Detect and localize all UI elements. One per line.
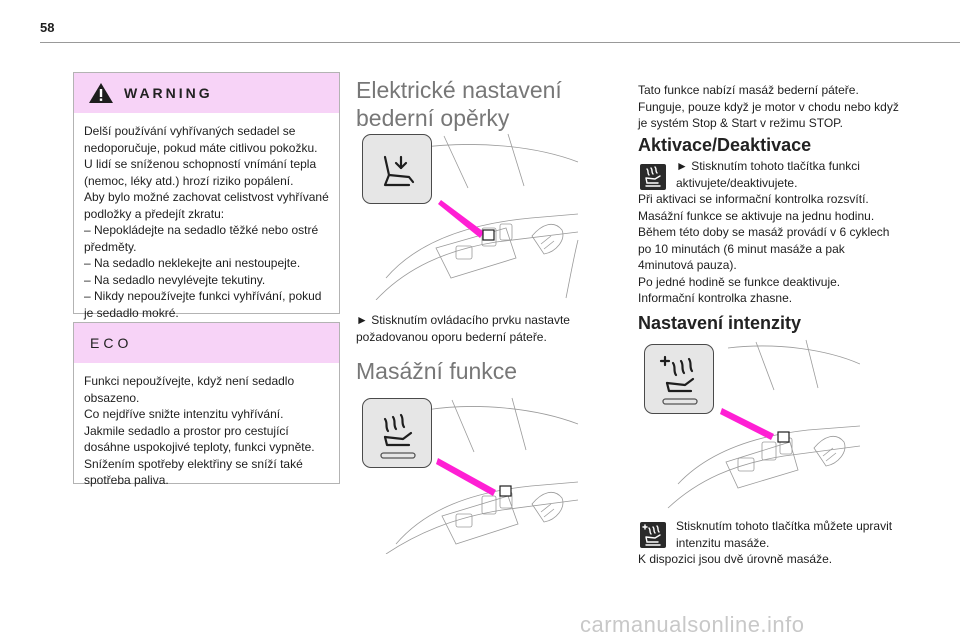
warning-line: je sedadlo mokré. [84,305,179,320]
massage-icon [645,166,661,187]
massage-small-icon [640,164,666,190]
intensity-small-icon [640,522,666,548]
massage-intro: Tato funkce nabízí masáž bederní páteře.… [638,82,899,132]
watermark: carmanualsonline.info [580,612,805,637]
lumbar-button-tile [362,134,432,204]
warning-line: Delší používání vyhřívaných sedadel se [84,124,296,138]
warning-line: U lidí se sníženou schopností vnímání te… [84,157,317,171]
massage-icon [380,413,416,459]
header-rule [40,42,960,43]
lumbar-heading-line: bederní opěrky [356,105,510,131]
massage-intensity-icon [659,355,698,405]
intensity-line: K dispozici jsou dvě úrovně masáže. [638,552,833,566]
warning-text: Delší používání vyhřívaných sedadel se n… [74,113,339,329]
massage-intro-line: Funguje, pouze když je motor v chodu neb… [638,99,899,114]
warning-header: WARNING [74,73,339,113]
lumbar-instruction: ► Stisknutím ovládacího prvku nastavte p… [356,312,570,345]
intensity-heading: Nastavení intenzity [638,313,802,333]
eco-line: Co nejdříve snižte intenzitu vyhřívání. [84,407,284,421]
activation-line: po 10 minutách (6 minut masáže a pak [638,241,845,256]
activation-text: Při aktivaci se informační kontrolka roz… [638,191,889,307]
seat-side-drawing [385,397,579,555]
activation-line: Informační kontrolka zhasne. [638,291,793,305]
eco-line: dosáhne uspokojivé teploty, funkci vypně… [84,440,315,454]
lumbar-instruction-line: ► Stisknutím ovládacího prvku nastavte [356,313,570,327]
eco-line: Snížením spotřeby elektřiny se sníží tak… [84,456,303,471]
activation-heading: Aktivace/Deaktivace [638,135,812,155]
activation-instruction: ► Stisknutím tohoto tlačítka funkci akti… [676,158,860,191]
intensity-button-tile [644,344,714,414]
warning-line: (nemoc, léky atd.) hrozí riziko popálení… [84,173,294,188]
activation-line: 4minutová pauza). [638,258,737,272]
warning-line: Aby bylo možné zachovat celistvost vyhří… [84,190,329,204]
intensity-text: K dispozici jsou dvě úrovně masáže. [638,551,832,568]
massage-illustration [356,394,580,555]
activation-line: Při aktivaci se informační kontrolka roz… [638,192,869,206]
warning-line: – Nikdy nepoužívejte funkci vyhřívání, p… [84,289,322,303]
eco-line: spotřeba paliva. [84,473,169,487]
massage-intensity-icon [642,524,661,546]
warning-line: nedoporučuje, pokud máte citlivou pokožk… [84,140,318,155]
lumbar-illustration [356,128,580,301]
massage-heading: Masážní funkce [356,358,518,384]
lumbar-heading-line: Elektrické nastavení [356,77,562,103]
warning-line: předměty. [84,239,137,254]
warning-line: – Na sedadlo neklekejte ani nestoupejte. [84,256,301,270]
eco-line: obsazeno. [84,390,140,405]
lumbar-instruction-line: požadovanou oporu bederní páteře. [356,329,547,344]
intensity-illustration [638,338,861,510]
eco-line: Funkci nepoužívejte, když není sedadlo [84,374,295,388]
massage-intro-line: Tato funkce nabízí masáž bederní páteře. [638,83,859,97]
warning-line: – Na sedadlo nevylévejte tekutiny. [84,272,266,287]
warning-title: WARNING [124,85,213,101]
eco-box: ECO Funkci nepoužívejte, když není sedad… [73,322,340,487]
massage-intro-line: je systém Stop & Start v režimu STOP. [638,116,843,130]
lumbar-adjust-icon [383,155,415,187]
warning-line: podložky a předejít zkratu: [84,206,225,221]
page-number: 58 [40,20,55,35]
activation-instruction-line: ► Stisknutím tohoto tlačítka funkci [676,159,860,173]
eco-line: Jakmile sedadlo a prostor pro cestující [84,423,289,438]
intensity-instruction-line: intenzitu masáže. [676,535,770,550]
activation-line: Během této doby se masáž provádí v 6 cyk… [638,225,890,239]
activation-instruction-line: aktivujete/deaktivujete. [676,175,798,190]
intensity-instruction-line: Stisknutím tohoto tlačítka můžete upravi… [676,519,893,533]
eco-title: ECO [90,335,133,351]
activation-line: Po jedné hodině se funkce deaktivuje. [638,274,841,289]
seat-side-drawing [667,339,861,509]
massage-button-tile [362,398,432,468]
seat-side-drawing [375,133,579,301]
activation-line: Masážní funkce se aktivuje na jednu hodi… [638,208,875,223]
intensity-instruction: Stisknutím tohoto tlačítka můžete upravi… [676,518,892,551]
warning-line: – Nepokládejte na sedadlo těžké nebo ost… [84,223,319,237]
warning-triangle-icon [89,83,113,103]
eco-text: Funkci nepoužívejte, když není sedadlo o… [74,363,339,497]
lumbar-heading: Elektrické nastavení bederní opěrky [356,76,562,132]
eco-header: ECO [74,323,339,363]
warning-box: WARNING Delší používání vyhřívaných seda… [73,72,340,320]
